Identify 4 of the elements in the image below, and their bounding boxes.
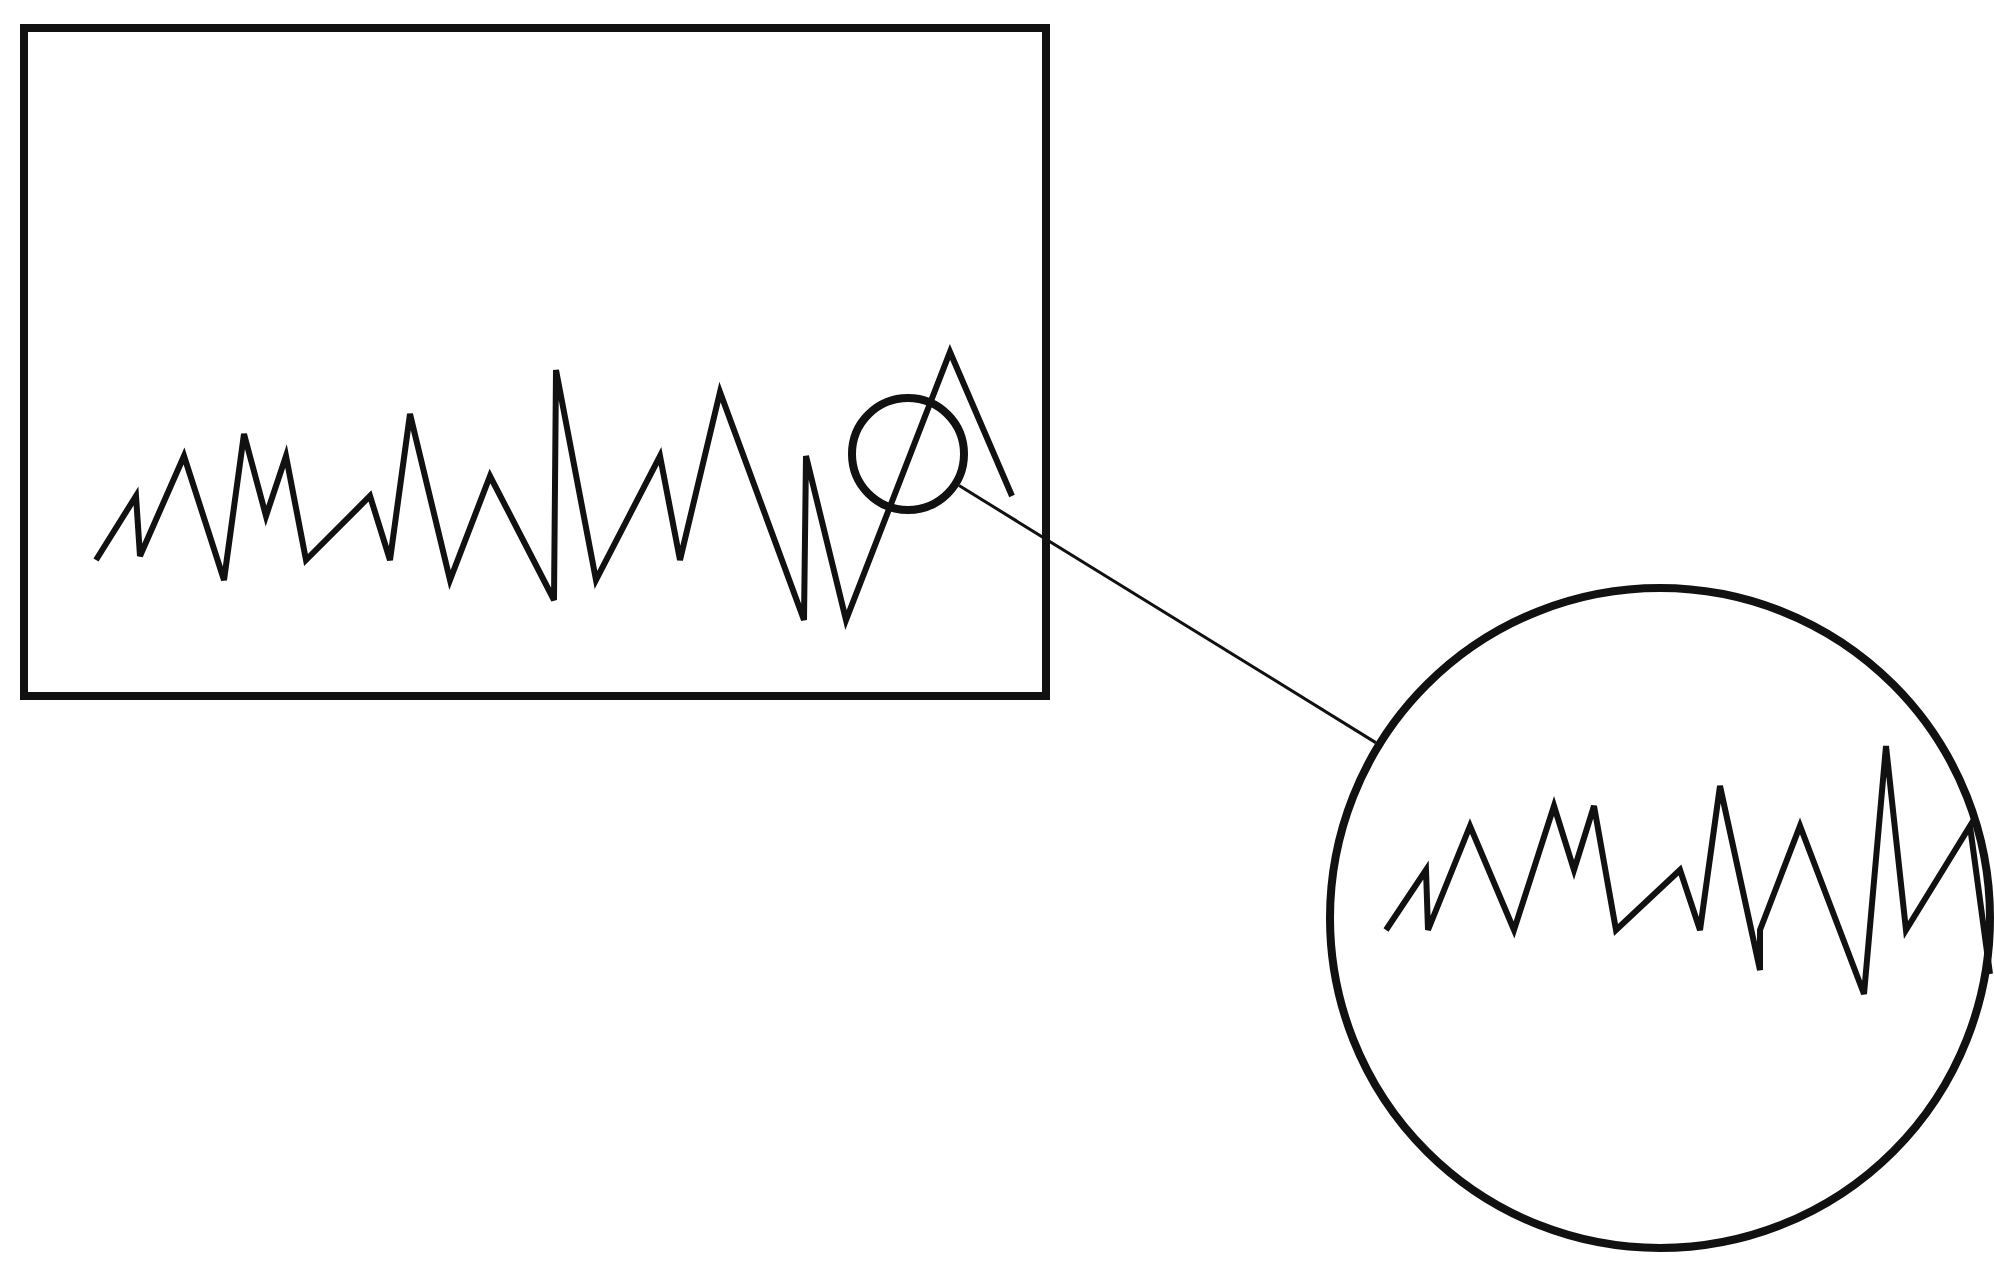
connector-line <box>958 484 1377 744</box>
magnifier-circle <box>848 394 968 514</box>
frame-box <box>20 24 1050 700</box>
zoom-circle <box>1326 584 1994 1252</box>
